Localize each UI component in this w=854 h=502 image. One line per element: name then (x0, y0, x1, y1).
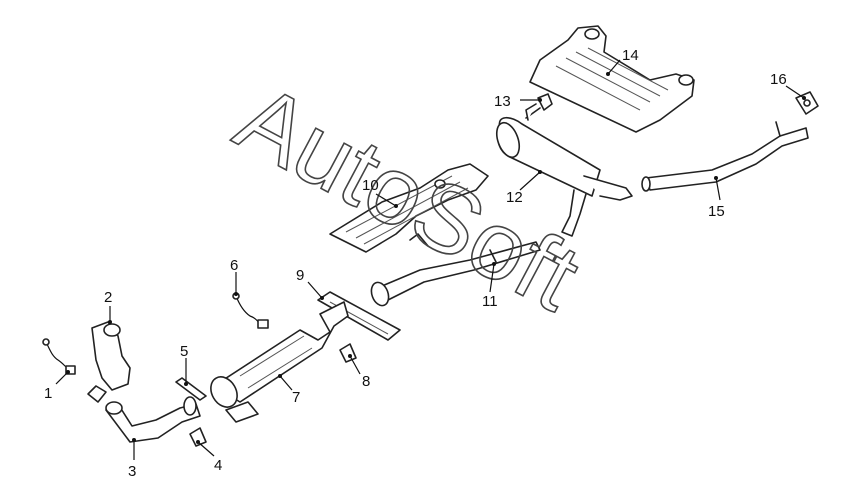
part-14-heat-shield[interactable] (529, 25, 695, 133)
part-15-tail-pipe[interactable] (641, 121, 809, 192)
callout-5: 5 (180, 343, 188, 360)
callout-4: 4 (214, 457, 222, 474)
watermark: AutoSoft (220, 64, 595, 331)
part-2-catalytic-converter[interactable] (87, 321, 131, 403)
part-1-oxygen-sensor[interactable] (42, 338, 76, 375)
callout-12: 12 (506, 189, 523, 206)
callout-9: 9 (296, 267, 304, 284)
callout-11: 11 (482, 293, 498, 310)
part-3-front-pipe[interactable] (105, 396, 201, 443)
callout-3: 3 (128, 463, 136, 480)
part-5-gasket[interactable] (175, 377, 207, 401)
callout-16: 16 (770, 71, 787, 88)
callout-7: 7 (292, 389, 300, 406)
leader-lines (55, 59, 806, 460)
part-7-front-muffler[interactable] (206, 301, 349, 423)
callout-13: 13 (494, 93, 511, 110)
callout-10: 10 (362, 177, 379, 194)
part-16-hanger[interactable] (795, 91, 819, 115)
callout-1: 1 (44, 385, 52, 402)
callout-8: 8 (362, 373, 370, 390)
part-11-intermediate-pipe[interactable] (368, 233, 541, 308)
part-6-oxygen-sensor[interactable] (232, 292, 269, 329)
part-10-heat-shield[interactable] (329, 163, 489, 253)
part-4-gasket[interactable] (189, 427, 207, 447)
callout-2: 2 (104, 289, 112, 306)
part-12-rear-muffler[interactable] (492, 103, 633, 237)
callout-14: 14 (622, 47, 639, 64)
callout-15: 15 (708, 203, 725, 220)
callout-labels: 1 2 3 4 5 6 7 8 9 10 11 12 13 14 15 16 (44, 47, 787, 480)
callout-6: 6 (230, 257, 238, 274)
part-8-hanger[interactable] (339, 343, 357, 363)
